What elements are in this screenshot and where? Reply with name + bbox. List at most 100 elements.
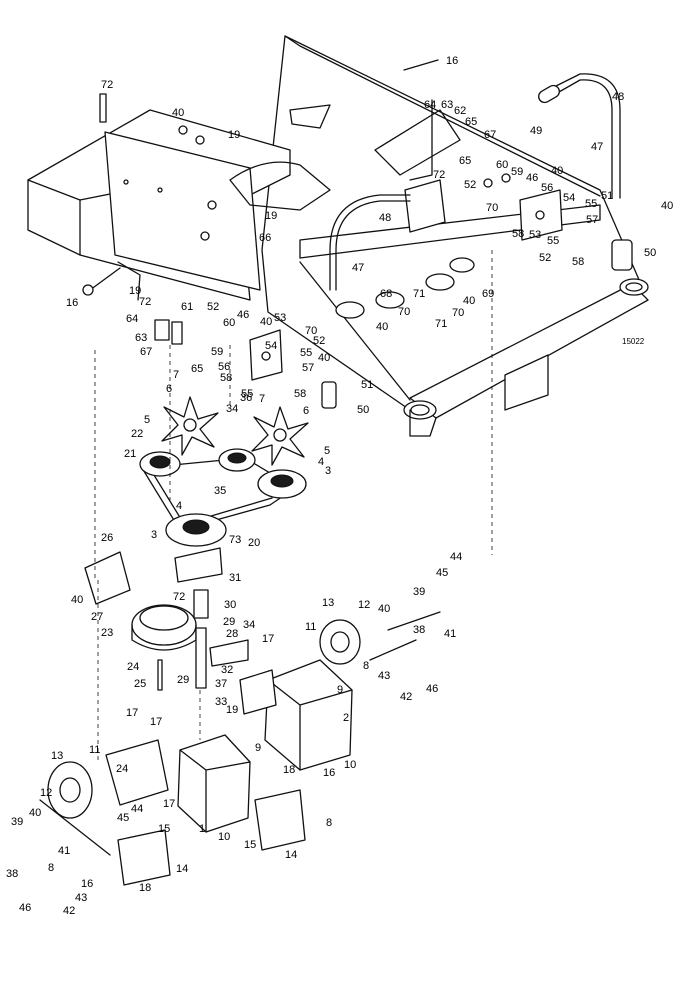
callout-label: 46 (19, 902, 31, 914)
callout-label: 71 (413, 288, 425, 300)
callout-label: 50 (644, 247, 656, 259)
steering-levers (329, 59, 621, 291)
callout-label: 40 (376, 321, 388, 333)
callout-label: 36 (240, 392, 252, 404)
callout-label: 55 (585, 198, 597, 210)
callout-label: 38 (6, 868, 18, 880)
callout-label: 51 (361, 379, 373, 391)
callout-label: 60 (496, 159, 508, 171)
callout-label: 72 (173, 591, 185, 603)
callout-label: 21 (124, 448, 136, 460)
callout-label: 17 (150, 716, 162, 728)
callout-label: 25 (134, 678, 146, 690)
callout-label: 40 (318, 352, 330, 364)
callout-label: 33 (215, 696, 227, 708)
callout-label: 52 (539, 252, 551, 264)
callout-label: 30 (224, 599, 236, 611)
callout-label: 7 (173, 369, 179, 381)
callout-label: 37 (215, 678, 227, 690)
callout-label: 70 (486, 202, 498, 214)
callout-label: 42 (400, 691, 412, 703)
callout-label: 57 (586, 214, 598, 226)
callout-label: 38 (413, 624, 425, 636)
alignment-lines (94, 250, 493, 760)
callout-label: 72 (101, 79, 113, 91)
callout-label: 10 (344, 759, 356, 771)
callout-label: 18 (139, 882, 151, 894)
callout-label: 57 (302, 362, 314, 374)
callout-label: 40 (463, 295, 475, 307)
callout-label: 45 (436, 567, 448, 579)
callout-label: 19 (226, 704, 238, 716)
callout-label: 41 (444, 628, 456, 640)
callout-label: 11 (89, 744, 100, 756)
callout-label: 14 (176, 863, 188, 875)
hardware-upper (82, 93, 633, 409)
callout-label: 70 (305, 325, 317, 337)
callout-label: 50 (357, 404, 369, 416)
transaxle-right (239, 619, 361, 771)
callout-label: 35 (214, 485, 226, 497)
callout-label: 41 (58, 845, 70, 857)
callout-label: 8 (48, 862, 54, 874)
callout-label: 19 (228, 129, 240, 141)
callout-label: 55 (241, 388, 253, 400)
callout-label: 23 (101, 627, 113, 639)
callout-label: 43 (75, 892, 87, 904)
callout-label: 34 (243, 619, 255, 631)
callout-label: 19 (265, 210, 277, 222)
callout-label: 65 (465, 116, 477, 128)
callout-label: 46 (237, 309, 249, 321)
callout-label: 6 (303, 405, 309, 417)
callout-label: 40 (71, 594, 83, 606)
callout-label: 53 (529, 229, 541, 241)
callout-label: 20 (248, 537, 260, 549)
callout-label: 71 (435, 318, 447, 330)
callout-label: 29 (177, 674, 189, 686)
callout-label: 40 (661, 200, 673, 212)
callout-label: 70 (398, 306, 410, 318)
callout-label: 65 (459, 155, 471, 167)
callout-label: 69 (482, 288, 494, 300)
callout-label: 24 (127, 661, 139, 673)
callout-label: 63 (135, 332, 147, 344)
callout-label: 72 (139, 296, 151, 308)
callout-label: 17 (126, 707, 138, 719)
callout-label: 65 (191, 363, 203, 375)
callout-label: 68 (380, 288, 392, 300)
callout-label: 31 (229, 572, 241, 584)
callout-label: 15 (244, 839, 256, 851)
callout-label: 52 (464, 179, 476, 191)
callout-label: 58 (512, 228, 524, 240)
callout-label: 13 (51, 750, 63, 762)
callout-label: 56 (541, 182, 553, 194)
callout-label: 29 (223, 616, 235, 628)
callout-label: 17 (262, 633, 274, 645)
callout-label: 58 (572, 256, 584, 268)
callout-label: 54 (563, 192, 575, 204)
callout-label: 39 (413, 586, 425, 598)
callout-label: 46 (526, 172, 538, 184)
callout-label: 62 (454, 105, 466, 117)
cooling-fans (161, 396, 309, 466)
callout-label: 42 (63, 905, 75, 917)
callout-label: 16 (66, 297, 78, 309)
callout-label: 12 (40, 787, 52, 799)
clutch-assembly (84, 547, 249, 691)
callout-label: 60 (223, 317, 235, 329)
callout-label: 40 (378, 603, 390, 615)
callout-label: 43 (378, 670, 390, 682)
callout-label: 49 (530, 125, 542, 137)
callout-label: 66 (259, 232, 271, 244)
figure-number: 15022 (622, 337, 645, 346)
main-frame (261, 35, 649, 437)
callout-label: 34 (226, 403, 238, 415)
callout-label: 26 (101, 532, 113, 544)
callout-label: 58 (294, 388, 306, 400)
callout-label: 55 (547, 235, 559, 247)
callout-label: 5 (144, 414, 150, 426)
callout-label: 39 (11, 816, 23, 828)
callout-label: 40 (551, 165, 563, 177)
callout-label: 72 (433, 169, 445, 181)
